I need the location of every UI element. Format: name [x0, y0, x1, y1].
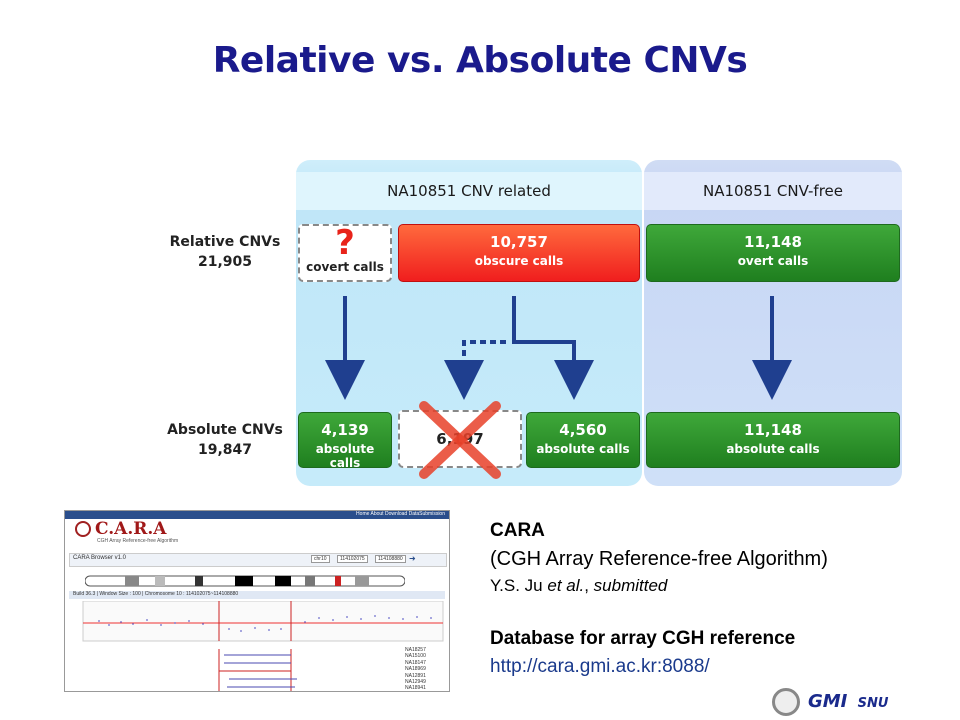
sample-item: NA12891 [405, 672, 426, 679]
absolute-calls-value-1: 4,139 [321, 421, 369, 439]
overt-calls-box: 11,148 overt calls [646, 224, 900, 282]
cara-subtitle: CGH Array Reference-free Algorithm [97, 538, 179, 544]
citation-status: submitted [593, 576, 668, 595]
info-bar: Build 36.3 | Window Size : 100 | Chromos… [73, 591, 239, 597]
question-mark-icon: ? [335, 223, 355, 263]
cara-logo-icon [75, 521, 91, 537]
absolute-calls-label-1: absolute calls [315, 442, 375, 470]
relative-total: 21,905 [197, 254, 253, 270]
chromosome-select[interactable]: chr10 [311, 555, 330, 563]
cara-citation: Y.S. Ju et al., submitted [490, 576, 668, 595]
relative-label-text: Relative CNVs [169, 234, 281, 250]
end-position-input[interactable]: 114108880 [375, 555, 406, 563]
absolute-calls-label-2: absolute calls [536, 442, 630, 456]
cara-heading: CARA [490, 520, 545, 541]
cara-full-name: (CGH Array Reference-free Algorithm) [490, 548, 828, 570]
sample-item: NA18969 [405, 666, 426, 673]
absolute-label-text: Absolute CNVs [167, 422, 283, 438]
screenshot-top-bar [65, 511, 449, 519]
absolute-total: 19,847 [197, 442, 253, 458]
citation-authors: Y.S. Ju [490, 576, 543, 595]
start-position-input[interactable]: 114102075 [337, 555, 368, 563]
absolute-calls-box-2: 4,560 absolute calls [526, 412, 640, 468]
arrow-obscure-to-crossed [444, 340, 506, 400]
covert-calls-label: covert calls [306, 260, 384, 274]
sample-item: NA18257 [405, 647, 426, 653]
browser-label: CARA Browser v1.0 [73, 555, 127, 561]
citation-etal: et al. [547, 576, 585, 595]
absolute-cnvs-label: Absolute CNVs 19,847 [152, 420, 298, 460]
absolute-calls-box-3: 11,148 absolute calls [646, 412, 900, 468]
obscure-calls-value: 10,757 [490, 233, 548, 251]
sample-item: NA12949 [405, 679, 426, 686]
flow-arrows [325, 296, 792, 400]
absolute-calls-box-1: 4,139 absolute calls [298, 412, 392, 470]
snu-text: SNU [857, 696, 889, 711]
absolute-calls-value-2: 4,560 [559, 421, 607, 439]
cnv-free-header: NA10851 CNV-free [644, 172, 902, 210]
arrow-obscure-to-absolute [512, 296, 594, 400]
absolute-calls-value-3: 11,148 [744, 421, 802, 439]
sample-tracks [218, 649, 297, 691]
sample-list: NA18257 NA15100 NA18147 NA18969 NA12891 … [405, 647, 449, 692]
absolute-calls-label-3: absolute calls [726, 442, 820, 456]
obscure-calls-box: 10,757 obscure calls [398, 224, 640, 282]
overt-calls-value: 11,148 [744, 233, 802, 251]
cnv-related-header: NA10851 CNV related [296, 172, 642, 210]
sample-item: NA18941 [405, 685, 426, 692]
gmi-org: GMI SNU [808, 691, 888, 712]
slide-title: Relative vs. Absolute CNVs [212, 40, 748, 81]
cross-out-icon [419, 401, 501, 479]
go-arrow-icon[interactable]: ➜ [409, 554, 416, 563]
intensity-plot [82, 601, 444, 642]
sample-item: NA15100 [405, 653, 426, 660]
gmi-logo-icon [772, 688, 800, 716]
relative-cnvs-label: Relative CNVs 21,905 [152, 232, 298, 272]
chromosome-ideogram [85, 575, 405, 587]
db-heading: Database for array CGH reference [490, 628, 796, 649]
obscure-calls-label: obscure calls [474, 254, 564, 268]
covert-calls-box: ? covert calls [298, 224, 392, 282]
sample-item: NA18147 [405, 659, 426, 666]
cara-logo-text: C.A.R.A [95, 519, 167, 539]
gmi-text: GMI [808, 691, 848, 712]
db-url-link[interactable]: http://cara.gmi.ac.kr:8088/ [490, 656, 710, 677]
screenshot-nav: Home About Download DataSubmission [356, 511, 445, 517]
overt-calls-label: overt calls [737, 254, 809, 268]
cara-browser-screenshot: Home About Download DataSubmission C.A.R… [64, 510, 450, 692]
